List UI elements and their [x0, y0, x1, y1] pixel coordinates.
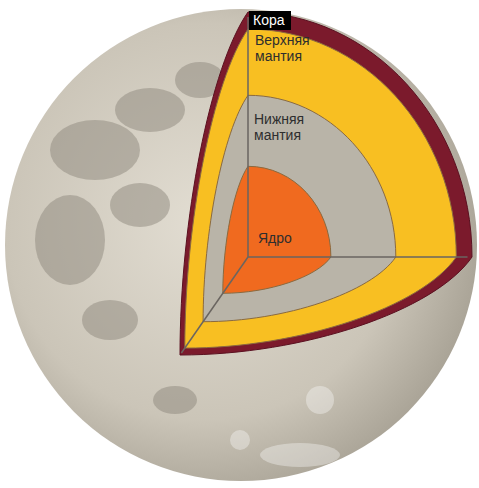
lunar-highlands [230, 386, 340, 467]
upper-mantle-label: Верхняя мантияНижняя мантияЯдро [255, 32, 310, 64]
layer-name: Нижняя мантия [254, 111, 304, 143]
core-label: Ядро [258, 230, 292, 246]
crust-layer [180, 12, 472, 355]
cut-edge [247, 17, 249, 257]
lower-mantle-layer [203, 95, 396, 321]
crust-label: КораВерхняя мантияНижняя мантияЯдро [249, 11, 291, 30]
cut-edge [248, 256, 468, 258]
lower-mantle-label: Нижняя мантияЯдро [254, 111, 304, 143]
layer-name: Кора [249, 11, 291, 30]
layer-name: Ядро [258, 230, 292, 246]
cutaway-layers [180, 12, 472, 355]
layer-name: Верхняя мантия [255, 32, 310, 64]
core-layer [223, 166, 331, 293]
cut-edge [181, 257, 248, 353]
upper-mantle-layer [185, 29, 457, 348]
moon-disc [5, 9, 477, 481]
